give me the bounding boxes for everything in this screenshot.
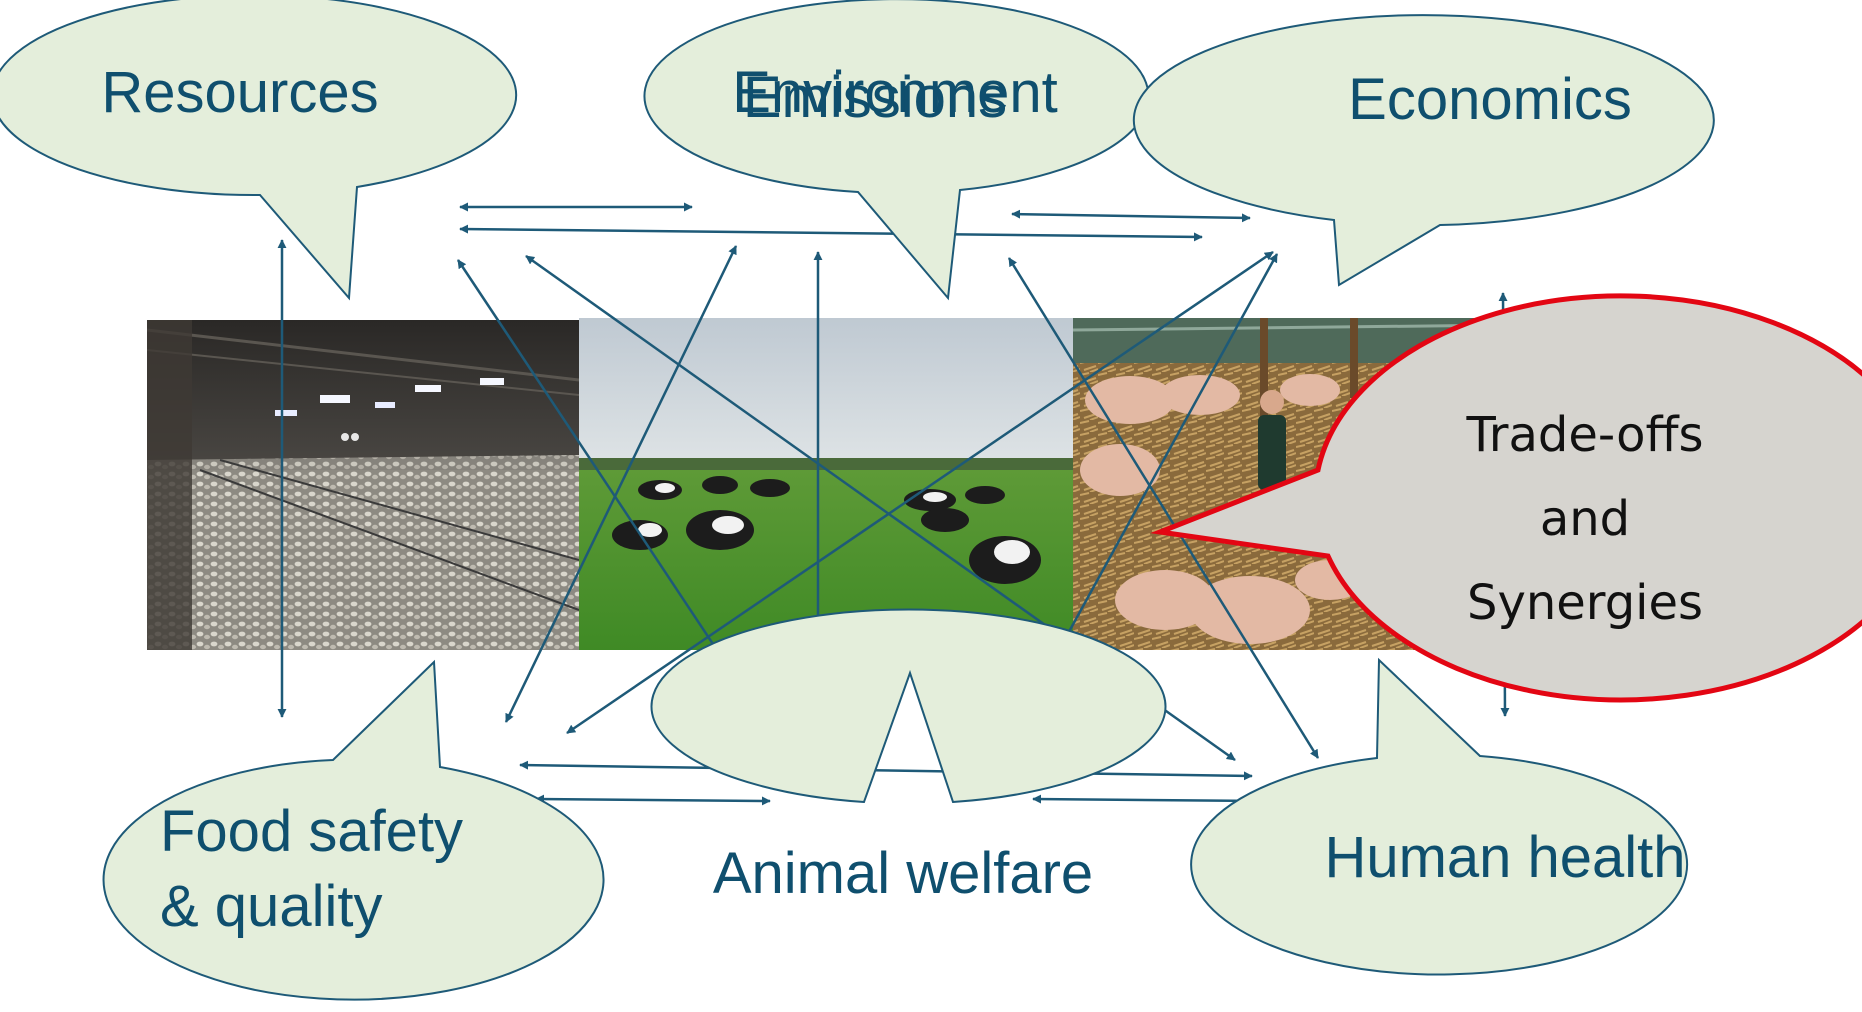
broiler-house-photo	[147, 320, 579, 650]
label-food-safety-line1: Food safety	[160, 799, 463, 864]
tradeoffs-callout	[1150, 293, 1862, 703]
callout-line3: Synergies	[1467, 575, 1703, 631]
label-economics: Economics	[1348, 67, 1632, 132]
arrow-foodsafety-welfare	[535, 794, 771, 806]
arrow-foodsafety-health	[519, 760, 1253, 781]
label-human-health: Human health	[1324, 825, 1685, 890]
label-environment: Environment	[732, 60, 1058, 125]
arrow-emissions-economics	[1011, 209, 1251, 223]
arrow-welfare-health	[1032, 794, 1264, 806]
dairy-cows-pasture-photo	[579, 318, 1073, 650]
label-emissions: Emissions	[743, 65, 1007, 130]
label-food-safety-line2: & quality	[160, 874, 382, 939]
relationship-arrows	[277, 202, 1510, 806]
label-resources: Resources	[101, 60, 378, 125]
callout-line2: and	[1540, 491, 1630, 547]
bubble-emissions-environment	[643, 0, 1150, 301]
bubble-resources	[0, 0, 518, 301]
callout-line1: Trade-offs	[1465, 407, 1703, 463]
bubble-food-safety	[102, 659, 605, 1001]
bubble-animal-welfare	[650, 608, 1167, 804]
bubble-economics	[1132, 14, 1715, 287]
arrow-resources-economics	[459, 224, 1203, 242]
label-animal-welfare: Animal welfare	[713, 841, 1093, 906]
bubble-human-health	[1190, 657, 1689, 976]
